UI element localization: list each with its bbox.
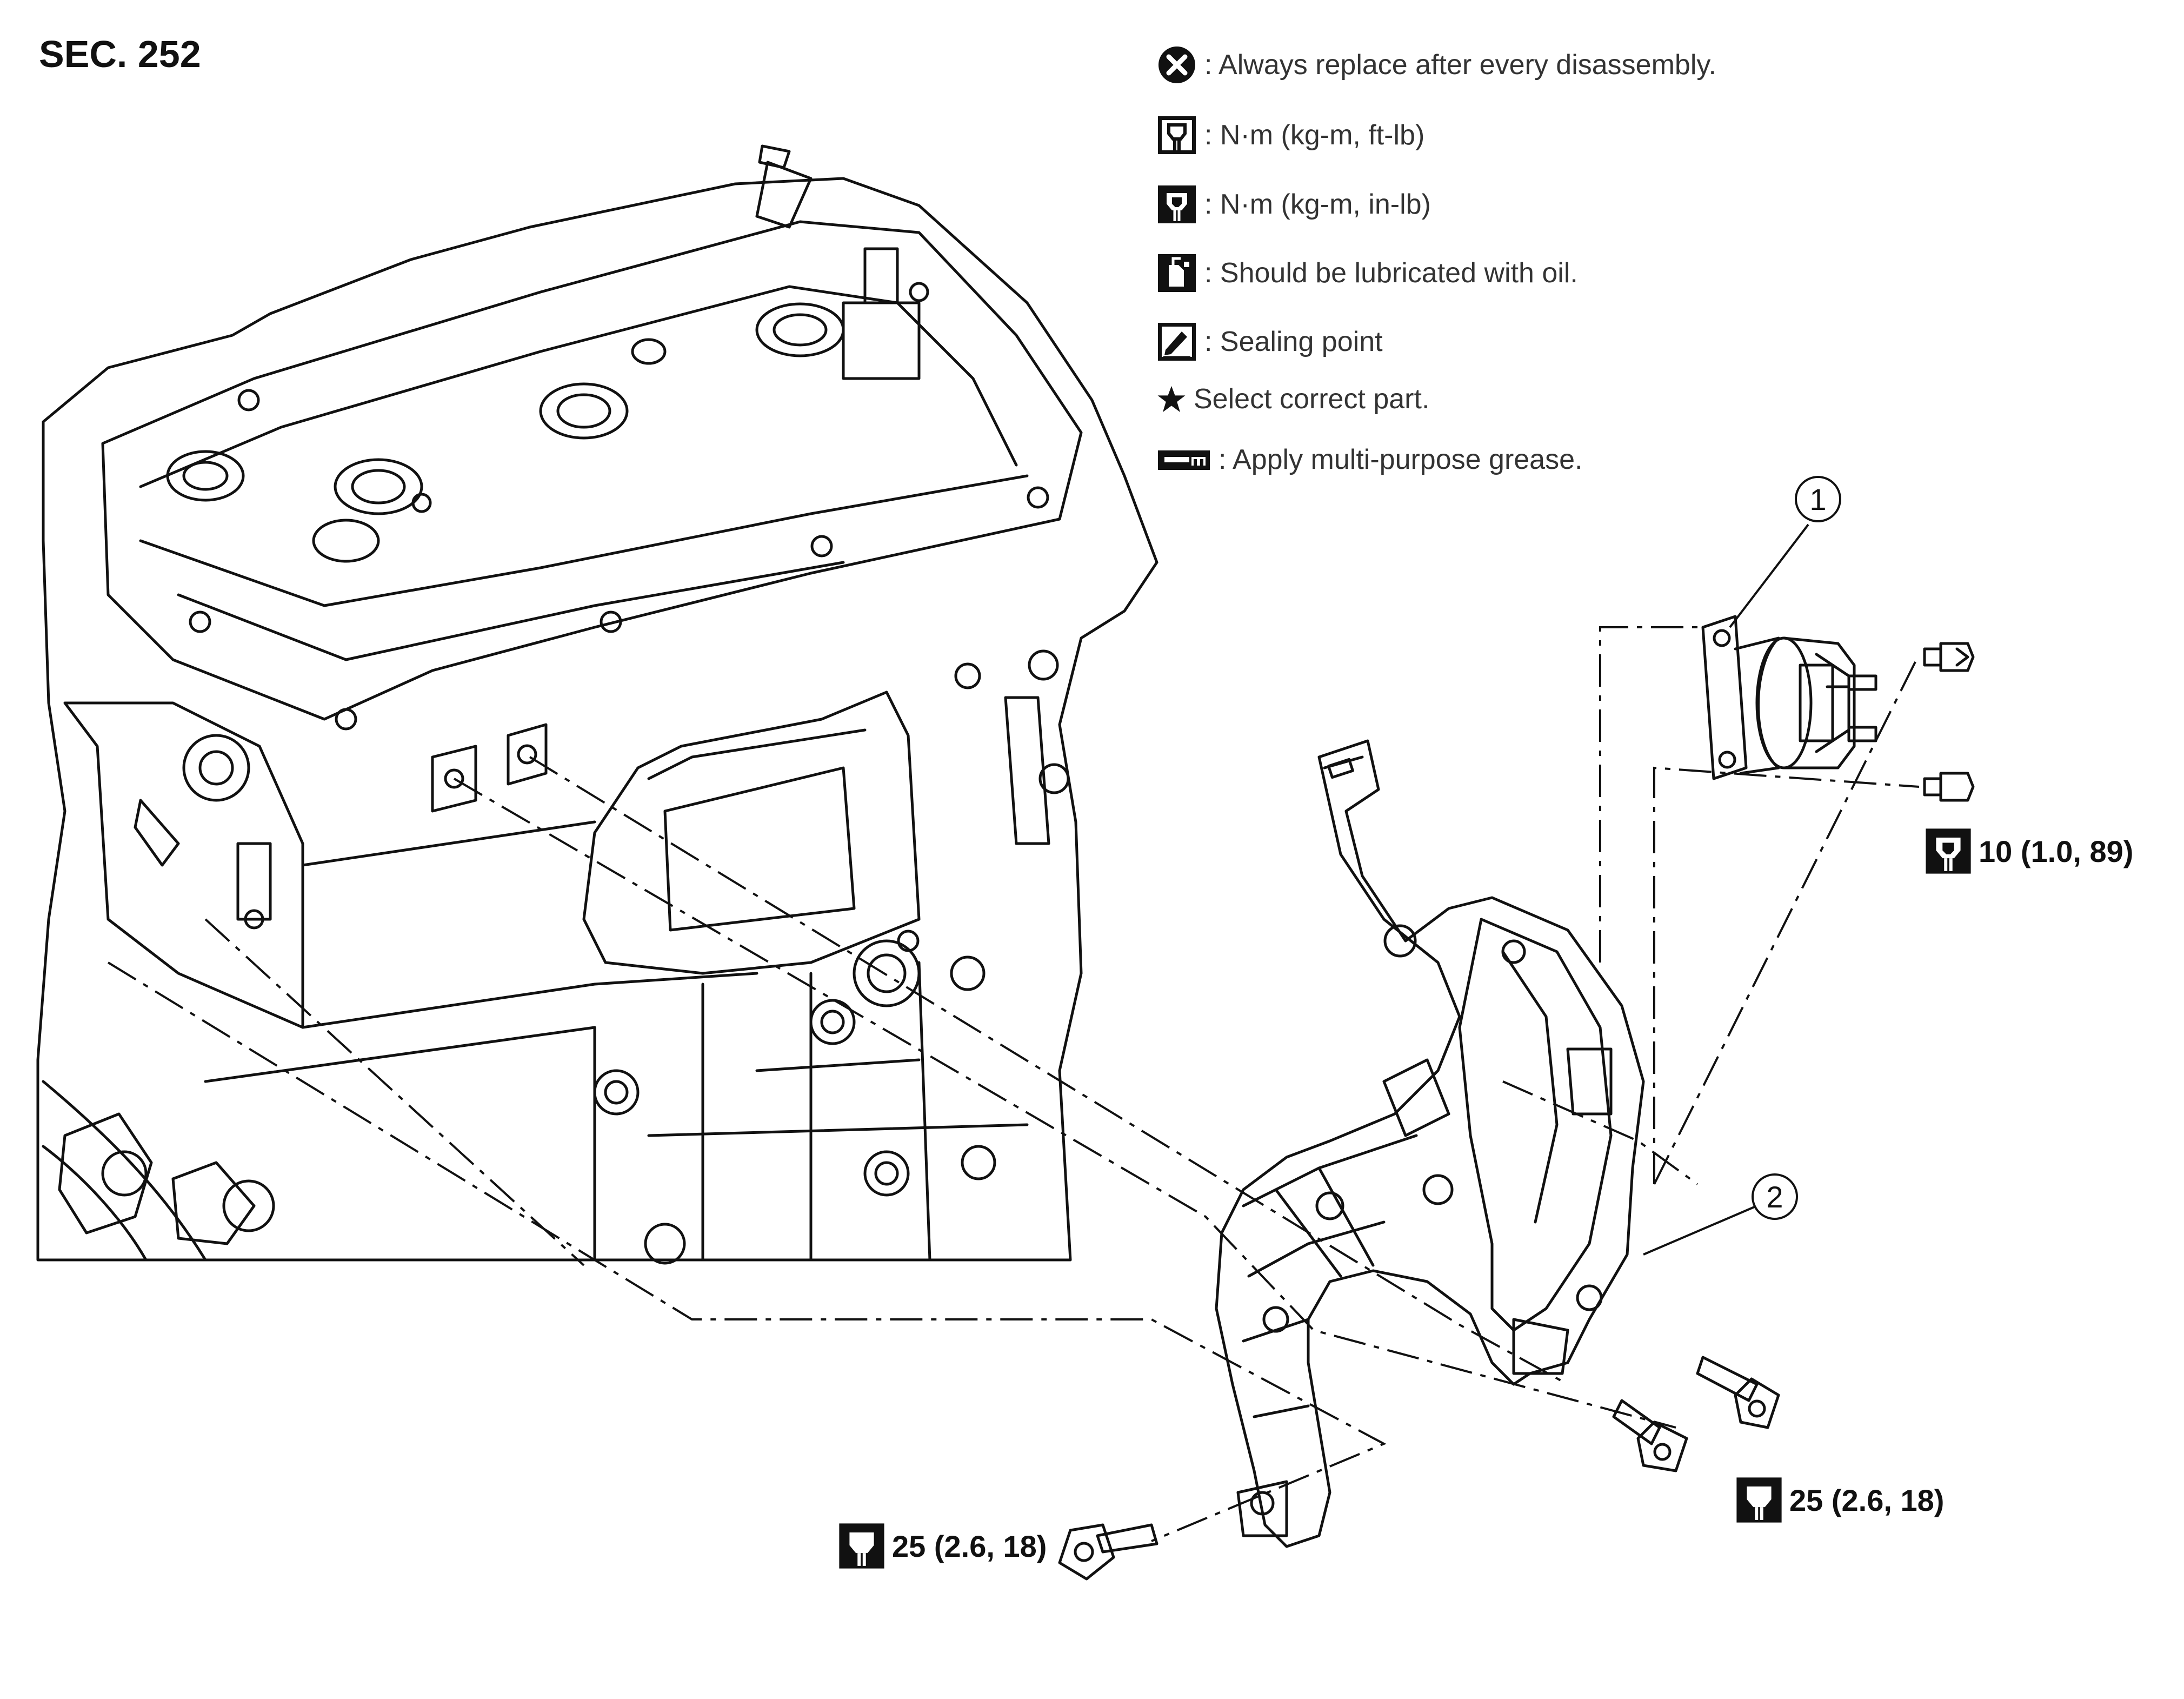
bolt-bracket-middle (1612, 1399, 1688, 1472)
legend-item-oil: : Should be lubricated with oil. (1157, 251, 1578, 295)
torque-inlb-icon (1926, 828, 1971, 874)
torque-spec-solenoid: 10 (1.0, 89) (1925, 827, 2133, 875)
starter-bracket (1215, 739, 1645, 1548)
torque-spec-bracket-bottom: 25 (2.6, 18) (838, 1522, 1047, 1570)
legend-text: : N·m (kg-m, ft-lb) (1204, 120, 1425, 151)
torque-spec-bracket-right: 25 (2.6, 18) (1735, 1476, 1944, 1524)
legend-text: : Always replace after every disassembly… (1204, 49, 1716, 81)
legend-item-torque-ftlb: : N·m (kg-m, ft-lb) (1157, 114, 1424, 157)
bolt-bracket-right (1696, 1356, 1780, 1429)
engine-block (36, 144, 1158, 1265)
grease-icon (1158, 450, 1210, 470)
callout-2: 2 (1752, 1173, 1798, 1220)
legend-item-grease: : Apply multi-purpose grease. (1157, 438, 1582, 481)
torque-ftlb-icon (1736, 1477, 1782, 1523)
starter-solenoid (1701, 615, 1877, 780)
legend-text: Select correct part. (1194, 383, 1430, 415)
legend-item-select-part: Select correct part. (1157, 377, 1429, 421)
bolt-solenoid-upper (1923, 642, 1975, 672)
legend-item-torque-inlb: : N·m (kg-m, in-lb) (1157, 183, 1431, 226)
legend-text: : N·m (kg-m, in-lb) (1204, 189, 1431, 220)
legend-text: : Sealing point (1204, 326, 1383, 357)
sealing-point-icon (1158, 323, 1196, 361)
legend-item-always-replace: : Always replace after every disassembly… (1157, 43, 1716, 87)
oil-can-icon (1158, 254, 1196, 292)
torque-inlb-icon (1158, 185, 1196, 223)
torque-ftlb-icon (839, 1523, 884, 1569)
bolt-solenoid-lower (1923, 772, 1975, 802)
star-icon (1157, 386, 1186, 413)
torque-value: 25 (2.6, 18) (892, 1529, 1047, 1563)
torque-value: 25 (2.6, 18) (1789, 1483, 1945, 1517)
torque-value: 10 (1.0, 89) (1979, 834, 2134, 868)
torque-ftlb-icon (1158, 116, 1196, 154)
legend-item-sealing: : Sealing point (1157, 320, 1383, 363)
always-replace-icon (1158, 47, 1195, 83)
legend-text: : Should be lubricated with oil. (1204, 257, 1578, 289)
callout-1: 1 (1795, 476, 1841, 522)
legend-text: : Apply multi-purpose grease. (1218, 444, 1583, 475)
section-number: SEC. 252 (39, 33, 201, 75)
bolt-bracket-bottom (1058, 1523, 1158, 1581)
